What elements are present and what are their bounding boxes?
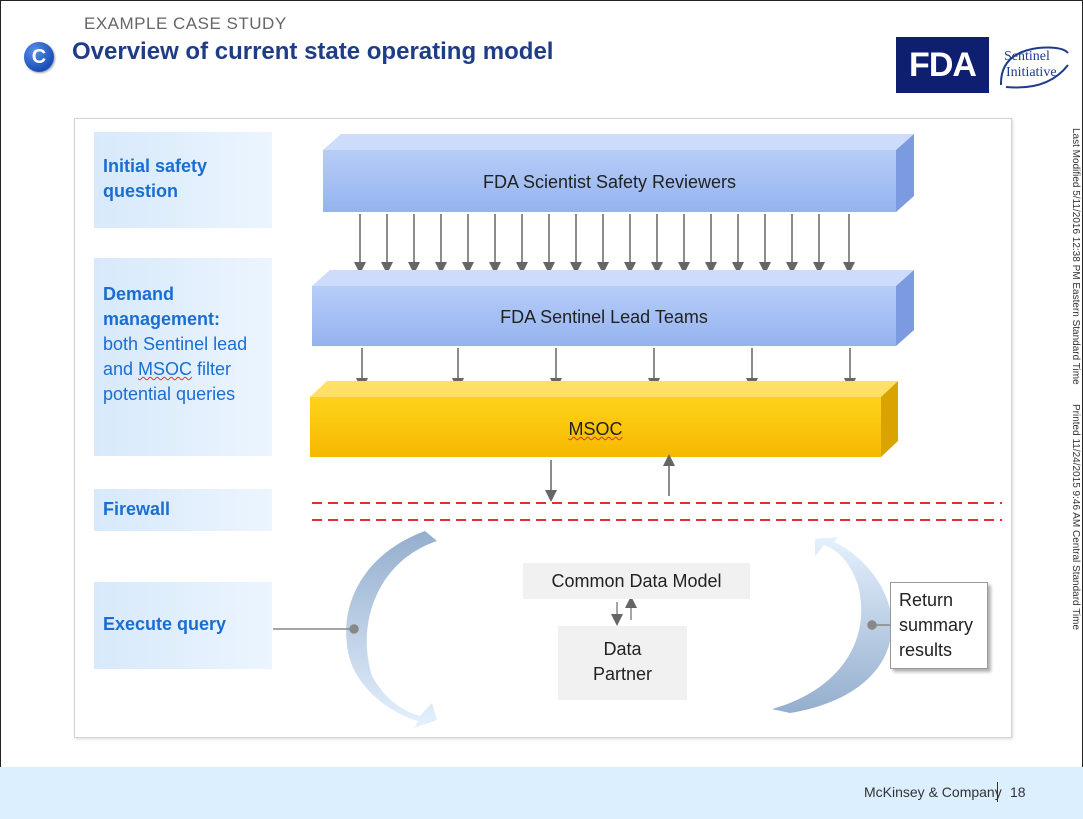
return-line3: results <box>899 640 953 660</box>
last-modified-note: Last Modified 5/11/2016 12:38 PM Eastern… <box>1070 128 1081 385</box>
sentinel-swoosh-icon <box>999 46 1069 89</box>
data-partner-box: Data Partner <box>558 626 687 700</box>
demand-management-text-1: both Sentinel lead and <box>103 334 248 379</box>
footer-page-number: 18 <box>1010 784 1026 800</box>
sentinel-logo-line2: Initiative <box>1006 65 1057 80</box>
printed-note: Printed 11/24/2015 9:46 AM Central Stand… <box>1070 404 1081 631</box>
footer-company: McKinsey & Company <box>864 784 1002 800</box>
common-data-model-text: Common Data Model <box>551 571 722 591</box>
data-partner-line2: Partner <box>592 664 653 684</box>
initial-safety-question-text: Initial safety question <box>103 156 208 201</box>
bar-label-safety-reviewers: FDA Scientist Safety Reviewers <box>482 172 737 192</box>
return-summary-results-box: Return summary results <box>890 582 988 669</box>
label-execute-query: Execute query <box>94 582 272 669</box>
common-data-model-box: Common Data Model <box>523 563 750 599</box>
data-partner-line1: Data <box>603 639 642 659</box>
page-title: Overview of current state operating mode… <box>72 38 554 65</box>
sentinel-logo-line1: Sentinel <box>1004 49 1050 64</box>
return-line1: Return <box>899 590 954 610</box>
execute-query-text: Execute query <box>103 614 227 634</box>
footer-bar <box>0 767 1083 819</box>
kicker-text: EXAMPLE CASE STUDY <box>84 14 287 33</box>
return-line2: summary <box>899 615 974 635</box>
firewall-text: Firewall <box>103 499 171 519</box>
label-initial-safety-question: Initial safety question <box>94 132 272 228</box>
footer-separator <box>997 782 998 802</box>
label-demand-management: Demand management: both Sentinel lead an… <box>94 258 272 456</box>
bar-label-msoc: MSOC <box>568 419 623 439</box>
bar-label-lead-teams: FDA Sentinel Lead Teams <box>500 307 708 327</box>
demand-management-text-2: filter potential queries <box>103 359 236 404</box>
demand-management-msoc: MSOC <box>138 359 193 379</box>
label-firewall: Firewall <box>94 489 272 531</box>
fda-logo: FDA <box>896 37 989 93</box>
section-badge: C <box>24 42 54 72</box>
demand-management-heading: Demand management: <box>103 284 221 329</box>
sentinel-initiative-logo: Sentinel Initiative <box>998 45 1072 91</box>
